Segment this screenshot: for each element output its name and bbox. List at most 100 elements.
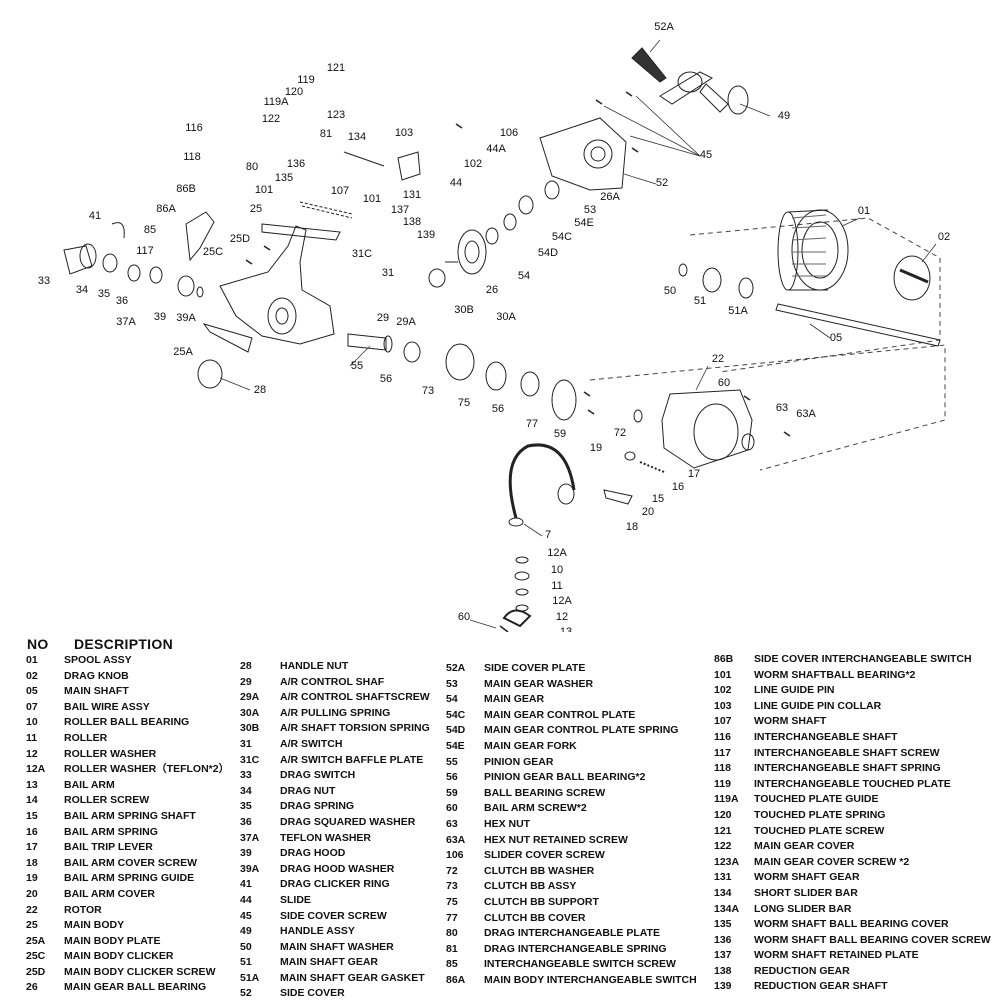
part-description: BAIL ARM COVER SCREW	[64, 856, 198, 869]
callout-56: 56	[492, 403, 504, 415]
part-description: HEX NUT	[484, 817, 531, 830]
main-shaft-washer	[678, 263, 688, 277]
part-number: 11	[26, 731, 38, 744]
part-number: 29A	[240, 691, 260, 704]
callout-39: 39	[154, 311, 166, 323]
part-description: BAIL ARM SPRING SHAFT	[64, 809, 196, 822]
leader-lines	[219, 39, 937, 629]
callout-7: 7	[545, 529, 551, 541]
part-description: MAIN GEAR COVER	[754, 840, 855, 853]
callout-29: 29	[377, 312, 389, 324]
part-number: 28	[240, 660, 252, 672]
callout-12a: 12A	[547, 547, 567, 559]
part-description: WORM SHAFT BALL BEARING COVER SCREW	[754, 933, 991, 946]
part-number: 41	[240, 878, 252, 891]
bail-arm-spring	[639, 461, 665, 473]
part-description: ROLLER	[64, 731, 108, 744]
part-number: 106	[446, 849, 464, 862]
callout-77: 77	[526, 418, 538, 430]
part-description: DRAG SPRING	[280, 800, 355, 813]
part-description: SIDE COVER PLATE	[484, 662, 586, 674]
part-number: 25A	[26, 934, 46, 947]
part-description: SLIDER COVER SCREW	[484, 849, 605, 862]
part-number: 103	[714, 699, 732, 712]
part-description: PINION GEAR BALL BEARING*2	[484, 771, 646, 784]
part-description: ROTOR	[64, 903, 102, 916]
callout-136: 136	[287, 158, 305, 170]
main-gear-fork	[503, 213, 517, 231]
part-description: SIDE COVER INTERCHANGEABLE SWITCH	[754, 653, 972, 665]
part-description: HEX NUT RETAINED SCREW	[484, 833, 628, 846]
callout-75: 75	[458, 397, 470, 409]
part-description: BAIL ARM SPRING GUIDE	[64, 872, 195, 885]
main-gear	[445, 229, 487, 275]
part-description: MAIN GEAR BALL BEARING	[64, 981, 207, 994]
part-description: MAIN SHAFT GEAR	[280, 956, 378, 969]
part-number: 54D	[446, 724, 466, 737]
legend-row: 50 MAIN SHAFT WASHER	[240, 940, 430, 956]
part-description: A/R CONTROL SHAFTSCREW	[280, 691, 430, 704]
part-number: 20	[26, 887, 38, 900]
part-description: DRAG HOOD	[280, 847, 346, 860]
legend-row: 106 SLIDER COVER SCREW	[446, 848, 697, 864]
callout-60: 60	[718, 377, 730, 389]
part-description: WORM SHAFT RETAINED PLATE	[754, 949, 919, 962]
part-description: REDUCTION GEAR SHAFT	[754, 980, 888, 993]
legend-header-no: NO	[27, 636, 49, 652]
part-description: MAIN BODY CLICKER SCREW	[64, 965, 216, 978]
part-number: 101	[714, 668, 732, 681]
bail-arm	[502, 609, 532, 628]
part-description: MAIN GEAR CONTROL PLATE	[484, 708, 636, 721]
roller-stack	[514, 556, 530, 612]
part-number: 07	[26, 700, 38, 713]
short-slider-bar	[343, 151, 385, 167]
callout-101: 101	[363, 193, 381, 205]
part-description: BAIL WIRE ASSY	[64, 700, 150, 713]
part-description: MAIN SHAFT WASHER	[280, 940, 394, 953]
part-description: TEFLON WASHER	[280, 831, 371, 844]
part-number: 29	[240, 675, 252, 688]
part-number: 50	[240, 940, 252, 953]
main-gear-control-plate-spring	[485, 227, 499, 245]
callout-39a: 39A	[176, 312, 196, 324]
part-description: A/R SWITCH BAFFLE PLATE	[280, 753, 424, 766]
main-shaft-gear-gasket	[738, 277, 754, 299]
clutch-bb-cover	[551, 379, 577, 421]
part-number: 13	[26, 778, 38, 791]
callout-53: 53	[584, 204, 596, 216]
callout-80: 80	[246, 161, 258, 173]
callout-63a: 63A	[796, 408, 816, 420]
part-description: SIDE COVER	[280, 987, 345, 1000]
callout-52a: 52A	[654, 21, 674, 33]
callout-72: 72	[614, 427, 626, 439]
part-description: ROLLER SCREW	[64, 794, 150, 807]
part-description: BAIL ARM SCREW*2	[484, 802, 587, 815]
callout-44a: 44A	[486, 143, 506, 155]
callout-52: 52	[656, 177, 668, 189]
legend-header-description: DESCRIPTION	[74, 636, 173, 652]
callout-17: 17	[688, 468, 700, 480]
part-description: LINE GUIDE PIN	[754, 684, 835, 697]
part-description: DRAG SQUARED WASHER	[280, 815, 416, 828]
part-number: 33	[240, 769, 252, 782]
callout-101: 101	[255, 184, 273, 196]
roller	[508, 517, 524, 527]
part-number: 30B	[240, 722, 260, 735]
